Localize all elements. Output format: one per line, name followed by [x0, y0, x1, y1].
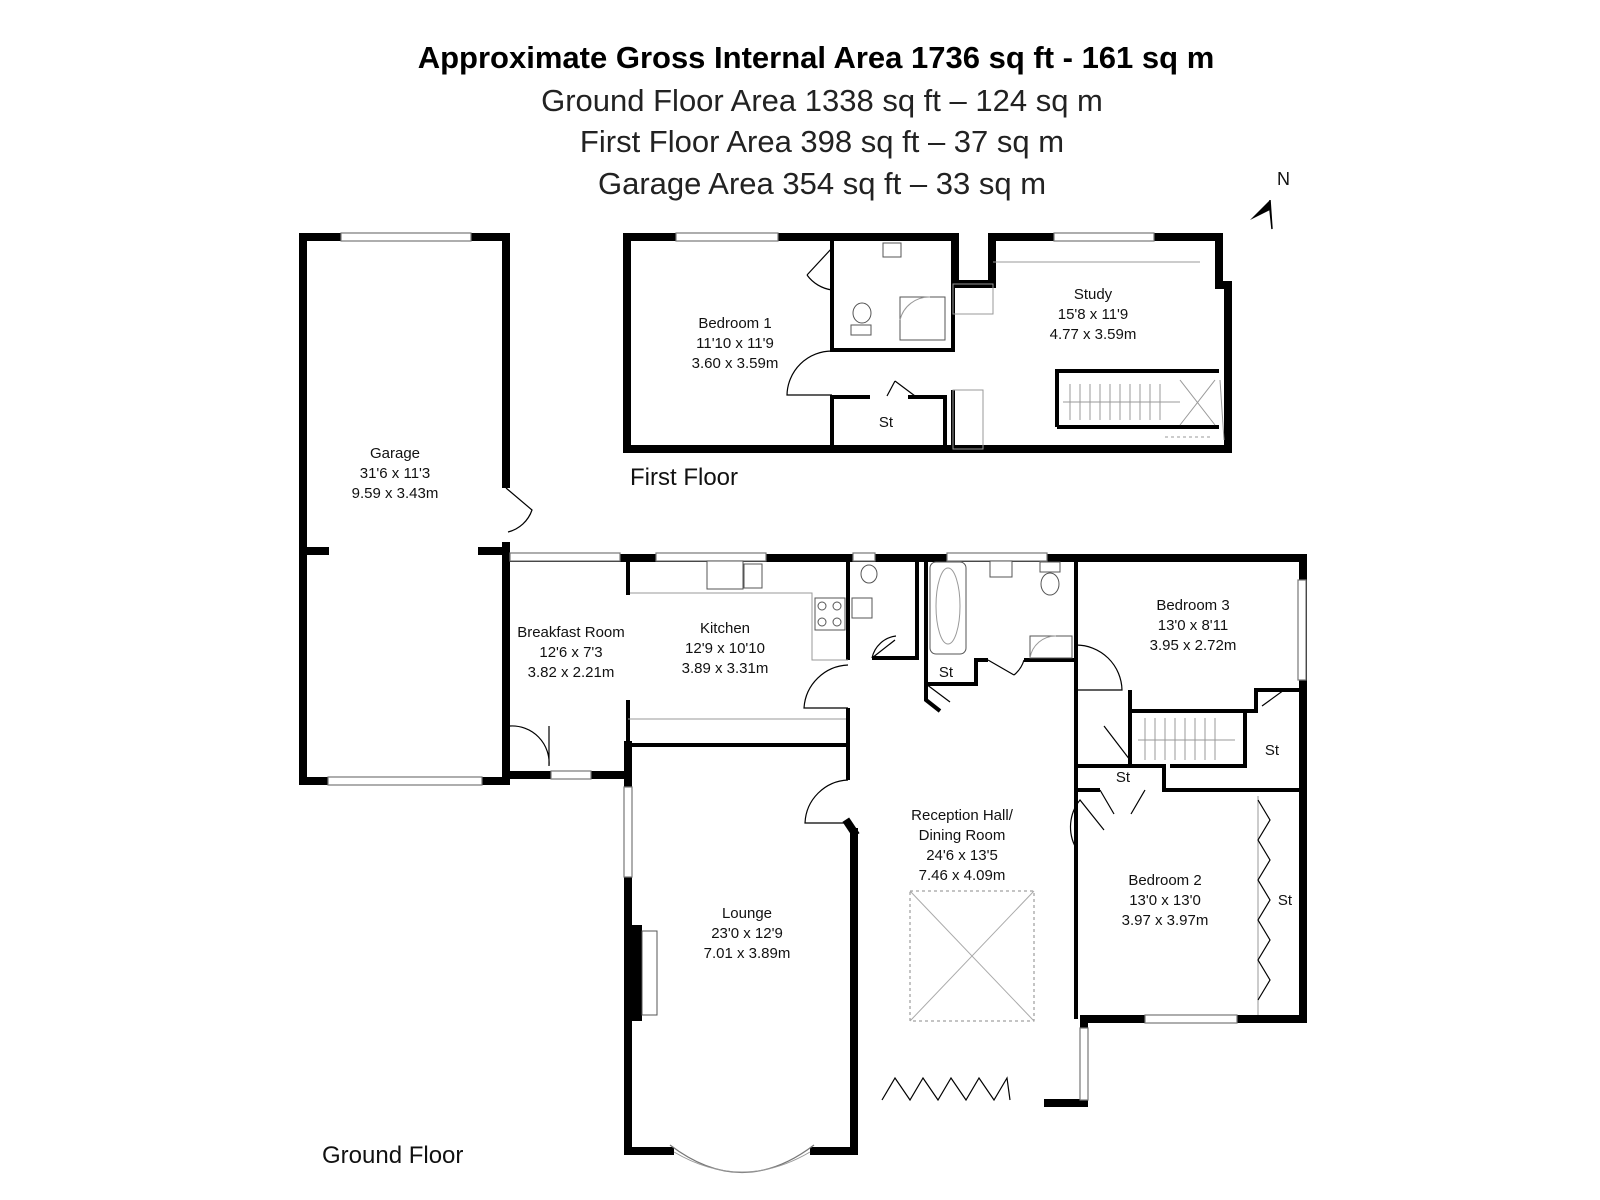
reception-name-line1: Reception Hall/: [911, 807, 1014, 824]
lounge-metric: 7.01 x 3.89m: [704, 945, 791, 962]
bedroom2-name: Bedroom 2: [1128, 872, 1201, 889]
garage-name: Garage: [370, 445, 420, 462]
reception-name-line2: Dining Room: [919, 827, 1006, 844]
ground-floor-plan: [502, 552, 1307, 1173]
first-floor-plan: [623, 232, 1232, 453]
study-name: Study: [1074, 286, 1113, 303]
breakfast-name: Breakfast Room: [517, 624, 625, 641]
bedroom3-name: Bedroom 3: [1156, 597, 1229, 614]
study-metric: 4.77 x 3.59m: [1050, 326, 1137, 343]
bedroom2-imperial: 13'0 x 13'0: [1129, 892, 1201, 909]
store-stairs-label: St: [1265, 742, 1280, 759]
kitchen-metric: 3.89 x 3.31m: [682, 660, 769, 677]
store-bed2-label: St: [1278, 892, 1293, 909]
kitchen-name: Kitchen: [700, 620, 750, 637]
bedroom3-imperial: 13'0 x 8'11: [1158, 617, 1229, 634]
total-area-title: Approximate Gross Internal Area 1736 sq …: [418, 40, 1215, 75]
garage-imperial: 31'6 x 11'3: [360, 465, 431, 482]
breakfast-metric: 3.82 x 2.21m: [528, 664, 615, 681]
lounge-imperial: 23'0 x 12'9: [711, 925, 783, 942]
kitchen-imperial: 12'9 x 10'10: [685, 640, 765, 657]
reception-metric: 7.46 x 4.09m: [919, 867, 1006, 884]
garage-plan: [299, 232, 533, 786]
ground-floor-label: Ground Floor: [322, 1142, 463, 1169]
lounge-name: Lounge: [722, 905, 772, 922]
bedroom1-metric: 3.60 x 3.59m: [692, 355, 779, 372]
first-floor-store-label: St: [879, 414, 894, 431]
store-bath-label: St: [939, 664, 954, 681]
garage-metric: 9.59 x 3.43m: [352, 485, 439, 502]
bedroom1-name: Bedroom 1: [698, 315, 771, 332]
study-imperial: 15'8 x 11'9: [1058, 306, 1129, 323]
first-floor-area: First Floor Area 398 sq ft – 37 sq m: [580, 124, 1064, 159]
north-label: N: [1277, 169, 1290, 189]
bedroom1-imperial: 11'10 x 11'9: [696, 335, 774, 352]
reception-imperial: 24'6 x 13'5: [926, 847, 998, 864]
bedroom2-metric: 3.97 x 3.97m: [1122, 912, 1209, 929]
north-arrow-icon: N: [1250, 169, 1290, 230]
garage-area: Garage Area 354 sq ft – 33 sq m: [598, 166, 1046, 201]
ground-floor-area: Ground Floor Area 1338 sq ft – 124 sq m: [541, 83, 1103, 118]
bedroom3-metric: 3.95 x 2.72m: [1150, 637, 1237, 654]
first-floor-label: First Floor: [630, 464, 738, 491]
breakfast-imperial: 12'6 x 7'3: [539, 644, 602, 661]
store-hall-label: St: [1116, 769, 1131, 786]
